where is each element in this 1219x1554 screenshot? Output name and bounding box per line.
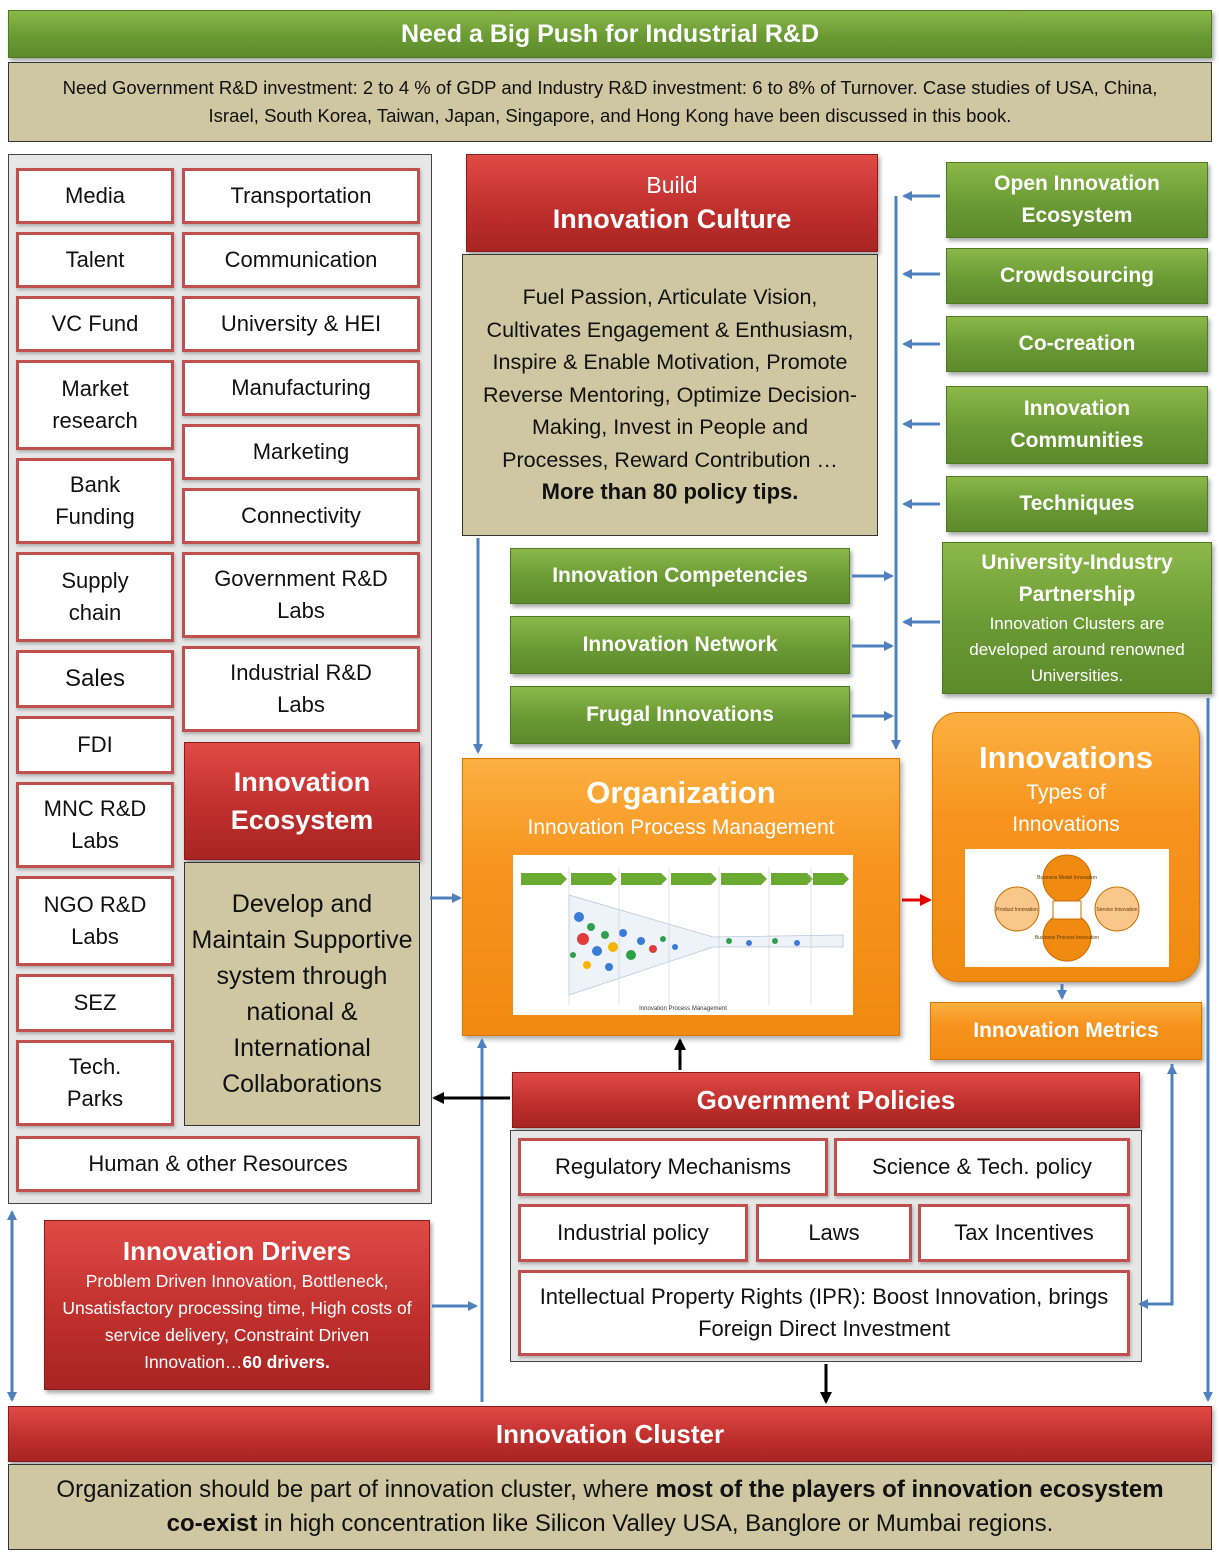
bubble-business-process: Business Process Innovation [1035,935,1099,941]
eco-item-fdi: FDI [16,716,174,774]
culture-pre: Build [646,172,698,198]
policy-tax: Tax Incentives [918,1204,1130,1262]
policy-ipr: Intellectual Property Rights (IPR): Boos… [518,1270,1130,1356]
drivers-text: Problem Driven Innovation, Bottleneck, U… [62,1271,412,1372]
eco-item-market-research: Market research [16,360,174,450]
culture-description: Fuel Passion, Articulate Vision, Cultiva… [483,285,857,472]
ecosystem-title: Innovation Ecosystem [230,767,374,835]
ecosystem-title-box: Innovation Ecosystem [184,742,420,860]
partnership-box: University-Industry Partnership Innovati… [942,542,1212,694]
eco-item-university: University & HEI [182,296,420,352]
organization-title: Organization [586,775,776,810]
eco-item-tech-parks: Tech. Parks [16,1040,174,1126]
frugal-box: Frugal Innovations [510,686,850,744]
eco-item-industrial-labs: Industrial R&D Labs [182,646,420,732]
eco-item-mnc-labs: MNC R&D Labs [16,782,174,868]
policy-laws: Laws [756,1204,912,1262]
eco-item-supply-chain: Supply chain [16,552,174,642]
eco-item-talent: Talent [16,232,174,288]
eco-item-manufacturing: Manufacturing [182,360,420,416]
bubble-service: Service Innovation [1096,907,1137,913]
co-creation-box: Co-creation [946,316,1208,372]
organization-subtitle: Innovation Process Management [527,816,835,839]
header-title: Need a Big Push for Industrial R&D [400,19,820,48]
innovations-title: Innovations [979,740,1153,775]
cluster-title-box: Innovation Cluster [8,1406,1212,1462]
eco-item-communication: Communication [182,232,420,288]
innovation-communities-box: Innovation Communities [946,386,1208,464]
header-note: Need Government R&D investment: 2 to 4 %… [8,62,1212,142]
eco-item-sales: Sales [16,650,174,708]
process-caption: Innovation Process Management [639,1006,727,1012]
process-funnel-figure: Innovation Process Management [513,855,853,1015]
partnership-note: Innovation Clusters are developed around… [969,614,1185,685]
culture-description-box: Fuel Passion, Articulate Vision, Cultiva… [462,254,878,536]
ecosystem-description: Develop and Maintain Supportive system t… [191,890,413,1098]
policies-title: Government Policies [696,1084,956,1115]
eco-item-transportation: Transportation [182,168,420,224]
eco-item-bank-funding: Bank Funding [16,458,174,544]
competencies-box: Innovation Competencies [510,548,850,604]
culture-tips: More than 80 policy tips. [541,479,799,505]
eco-item-marketing: Marketing [182,424,420,480]
techniques-box: Techniques [946,476,1208,532]
eco-item-human-resources: Human & other Resources [16,1136,420,1192]
open-innovation-box: Open Innovation Ecosystem [946,162,1208,238]
header-subtitle: Need Government R&D investment: 2 to 4 %… [62,77,1158,126]
bubble-product: Product Innovation [996,907,1038,913]
cluster-title: Innovation Cluster [495,1418,725,1449]
cluster-description-box: Organization should be part of innovatio… [8,1464,1212,1550]
innovation-types-figure: Business Model Innovation Product Innova… [965,849,1169,967]
drivers-title: Innovation Drivers [122,1236,352,1266]
eco-item-sez: SEZ [16,974,174,1032]
cluster-description: Organization should be part of innovatio… [56,1476,1164,1537]
bubble-business-model: Business Model Innovation [1037,875,1097,881]
innovations-box: Innovations Types of Innovations Busines… [932,712,1200,982]
policy-regulatory: Regulatory Mechanisms [518,1138,828,1196]
innovations-subtitle: Types of Innovations [1012,781,1120,836]
eco-item-gov-labs: Government R&D Labs [182,552,420,638]
network-box: Innovation Network [510,616,850,674]
eco-item-media: Media [16,168,174,224]
drivers-box: Innovation Drivers Problem Driven Innova… [44,1220,430,1390]
culture-title-box: Build Innovation Culture [466,154,878,252]
crowdsourcing-box: Crowdsourcing [946,248,1208,304]
ecosystem-description-box: Develop and Maintain Supportive system t… [184,862,420,1126]
culture-title: Innovation Culture [552,204,792,234]
metrics-label: Innovation Metrics [973,1019,1159,1042]
eco-item-ngo-labs: NGO R&D Labs [16,876,174,966]
policies-title-box: Government Policies [512,1072,1140,1128]
metrics-box: Innovation Metrics [930,1002,1202,1060]
organization-box: Organization Innovation Process Manageme… [462,758,900,1036]
header-banner: Need a Big Push for Industrial R&D [8,10,1212,58]
eco-item-connectivity: Connectivity [182,488,420,544]
policy-industrial: Industrial policy [518,1204,748,1262]
policy-science-tech: Science & Tech. policy [834,1138,1130,1196]
partnership-title: University-Industry Partnership [981,551,1173,606]
eco-item-vc-fund: VC Fund [16,296,174,352]
drivers-emph: 60 drivers. [242,1352,330,1372]
